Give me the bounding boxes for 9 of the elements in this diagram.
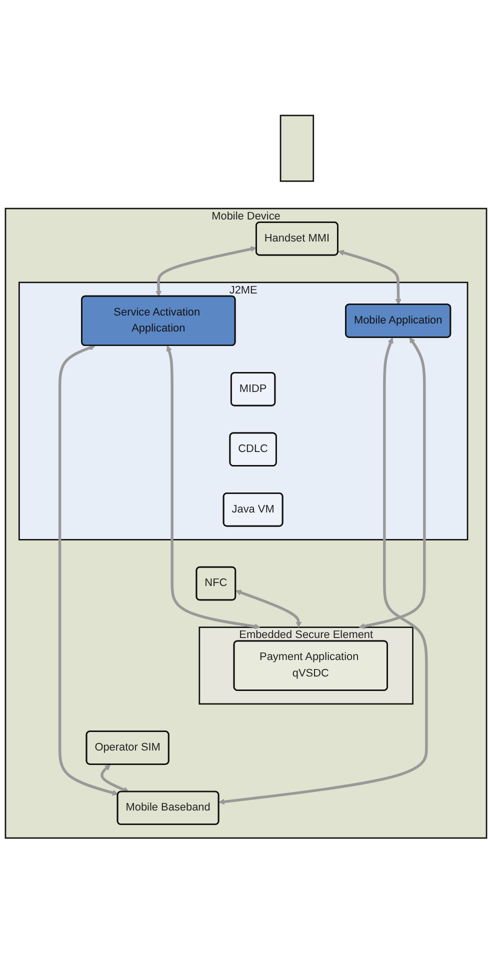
arrow [100, 764, 130, 792]
arrow [358, 336, 426, 629]
arrow [166, 345, 260, 630]
arrow [58, 344, 118, 796]
arrow [235, 589, 302, 628]
arrow [156, 246, 257, 296]
arrow [218, 337, 428, 804]
arrow [338, 250, 402, 305]
node-bar [280, 114, 314, 182]
